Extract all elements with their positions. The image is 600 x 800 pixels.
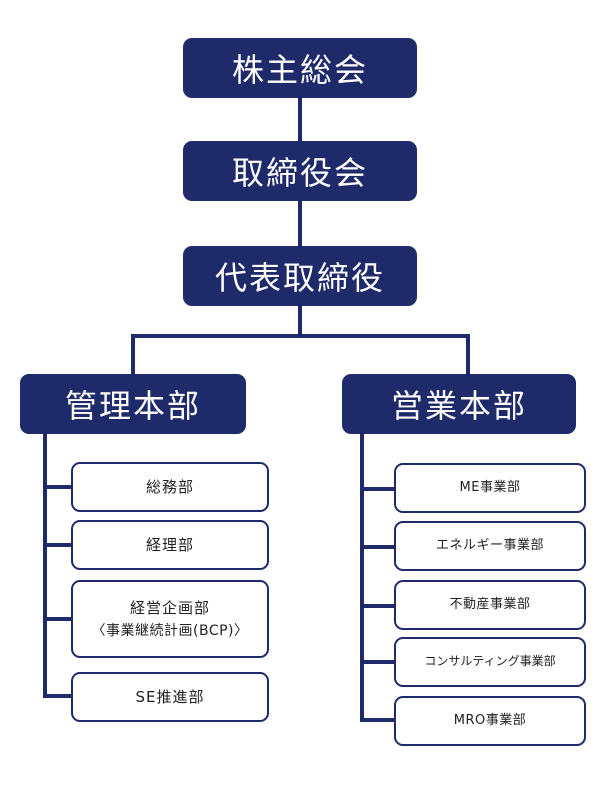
connector-admin-trunk (43, 432, 47, 698)
connector-sales-trunk (360, 432, 364, 722)
dept-energy: エネルギー事業部 (394, 521, 586, 571)
dept-label: SE推進部 (135, 688, 205, 706)
connector-sales-branch-3 (360, 604, 396, 608)
dept-real-estate: 不動産事業部 (394, 580, 586, 630)
connector-sales-branch-2 (360, 545, 396, 549)
dept-label: 不動産事業部 (449, 596, 531, 612)
dept-consulting: コンサルティング事業部 (394, 637, 586, 687)
connector-right-down (466, 334, 470, 376)
dept-corporate-planning: 経営企画部 〈事業継続計画(BCP)〉 (71, 580, 269, 658)
connector-admin-branch-1 (43, 485, 73, 489)
dept-mro: MRO事業部 (394, 696, 586, 746)
connector-admin-branch-3 (43, 617, 73, 621)
sales-division-box: 営業本部 (342, 374, 576, 434)
dept-label: コンサルティング事業部 (424, 654, 556, 669)
board-box: 取締役会 (183, 141, 417, 201)
admin-division-box: 管理本部 (20, 374, 246, 434)
connector-sales-branch-5 (360, 718, 396, 722)
dept-label: ME事業部 (459, 479, 521, 495)
connector-top-vertical (298, 96, 302, 308)
dept-accounting: 経理部 (71, 520, 269, 570)
connector-sales-branch-4 (360, 660, 396, 664)
dept-label: 経営企画部 (129, 598, 210, 617)
dept-general-affairs: 総務部 (71, 462, 269, 512)
dept-sublabel: 〈事業継続計画(BCP)〉 (91, 622, 249, 639)
connector-sales-branch-1 (360, 487, 396, 491)
dept-label: エネルギー事業部 (435, 537, 544, 553)
dept-se-promotion: SE推進部 (71, 672, 269, 722)
dept-label: MRO事業部 (453, 712, 527, 728)
dept-label: 経理部 (145, 536, 194, 554)
connector-left-down (131, 334, 135, 376)
connector-admin-branch-2 (43, 543, 73, 547)
connector-admin-branch-4 (43, 694, 73, 698)
dept-me: ME事業部 (394, 463, 586, 513)
shareholders-box: 株主総会 (183, 38, 417, 98)
connector-president-down (298, 304, 302, 336)
connector-branch-horizontal (131, 334, 470, 338)
dept-label: 総務部 (145, 478, 194, 496)
president-box: 代表取締役 (183, 246, 417, 306)
